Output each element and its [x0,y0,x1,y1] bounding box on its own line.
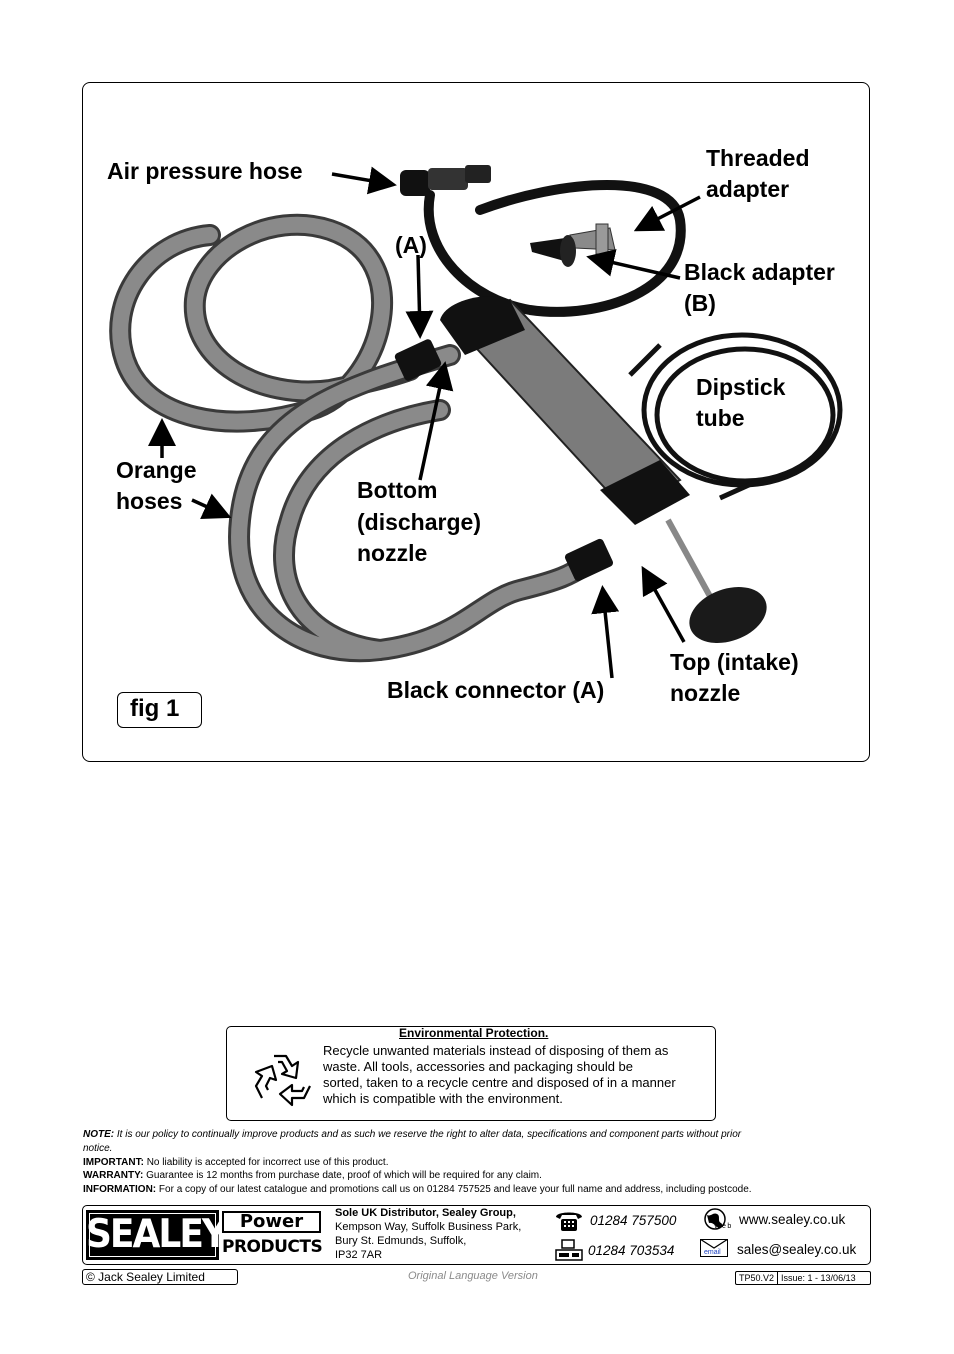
label-bottom-nozzle-line3: nozzle [357,540,428,566]
label-arrows [148,166,701,679]
copyright: © Jack Sealey Limited [82,1269,238,1285]
issue-box: TP50.V2 Issue: 1 - 13/06/13 [735,1271,871,1285]
address-line-2: Bury St. Edmunds, Suffolk, [335,1235,467,1247]
email-icon-label: email [704,1249,721,1256]
phone-number: 01284 757500 [590,1213,677,1228]
recycle-icon [254,1054,311,1107]
distributor-title: Sole UK Distributor, Sealey Group, [335,1207,516,1219]
globe-icon [704,1208,726,1230]
environmental-protection-title: Environmental Protection. [399,1026,549,1040]
orange-hose-lower [228,344,596,663]
footer-box [82,1205,871,1265]
language-version: Original Language Version [408,1270,538,1282]
black-adapter [530,235,576,267]
environment-line-1: Recycle unwanted materials instead of di… [323,1043,669,1058]
envelope-icon [701,1240,727,1249]
air-valve-connector [400,165,491,196]
environment-line-2: waste. All tools, accessories and packag… [323,1059,634,1074]
figure-frame [82,82,870,762]
label-black-connector: Black connector (A) [387,677,605,703]
threaded-adapter [569,223,616,255]
label-bottom-nozzle-line2: (discharge) [357,509,481,535]
email-icon: email [700,1239,728,1257]
address-line-3: IP32 7AR [335,1249,383,1261]
warranty-text: Guarantee is 12 months from purchase dat… [146,1170,542,1181]
environment-line-4: which is compatible with the environment… [323,1091,563,1106]
label-orange-hoses-line1: Orange [116,457,197,483]
telephone-icon [556,1212,582,1231]
information-line: INFORMATION: For a copy of our latest ca… [83,1184,752,1195]
note-text-continued: notice. [83,1143,113,1154]
environment-line-3: sorted, taken to a recycle centre and di… [323,1075,676,1090]
email-link[interactable]: sales@sealey.co.uk [737,1242,857,1257]
label-dipstick-line2: tube [696,405,745,431]
orange-hose-upper [109,213,421,433]
important-line: IMPORTANT: No liability is accepted for … [83,1157,388,1168]
warranty-line: WARRANTY: Guarantee is 12 months from pu… [83,1170,542,1181]
important-label: IMPORTANT: [83,1157,144,1168]
label-top-nozzle-line1: Top (intake) [670,649,799,675]
information-text: For a copy of our latest catalogue and p… [158,1184,752,1195]
note-text: It is our policy to continually improve … [116,1129,742,1140]
air-pressure-hose [423,180,686,317]
label-top-nozzle-line2: nozzle [670,680,741,706]
pump-barrel [440,296,690,525]
web-icon-label: Web [714,1223,733,1230]
pump-illustration [109,165,843,679]
environmental-protection-box [226,1026,716,1121]
black-connector-bottom [564,538,614,582]
figure-caption: fig 1 [117,692,202,728]
sealey-logo: SEALEY [86,1210,228,1260]
doc-code: TP50.V2 [739,1273,775,1283]
sealey-logo-text: SEALEY [86,1211,228,1257]
label-a-top: (A) [395,232,427,258]
warranty-label: WARRANTY: [83,1170,144,1181]
website-link[interactable]: www.sealey.co.uk [739,1212,846,1227]
issue-date: Issue: 1 - 13/06/13 [777,1272,859,1284]
important-text: No liability is accepted for incorrect u… [146,1157,389,1168]
label-dipstick-line1: Dipstick [696,374,786,400]
label-air-pressure-hose: Air pressure hose [107,158,303,184]
plunger-handle [689,586,767,644]
plunger-rod [665,518,715,602]
address-line-1: Kempson Way, Suffolk Business Park, [335,1221,522,1233]
label-black-adapter-line1: Black adapter [684,259,835,285]
fax-icon [555,1239,583,1261]
fax-number: 01284 703534 [588,1243,675,1258]
note-label: NOTE: [83,1129,115,1140]
information-label: INFORMATION: [83,1184,157,1195]
label-orange-hoses-line2: hoses [116,488,183,514]
products-logo: PRODUCTS [222,1237,323,1257]
note-line: NOTE: It is our policy to continually im… [83,1129,741,1140]
label-bottom-nozzle-line1: Bottom [357,477,438,503]
power-logo: Power [222,1211,321,1233]
dipstick-tube [628,332,843,501]
label-threaded-adapter-line2: adapter [706,176,790,202]
label-black-adapter-line2: (B) [684,290,716,316]
note-line-continued: notice. [83,1143,112,1154]
label-threaded-adapter-line1: Threaded [706,145,810,171]
